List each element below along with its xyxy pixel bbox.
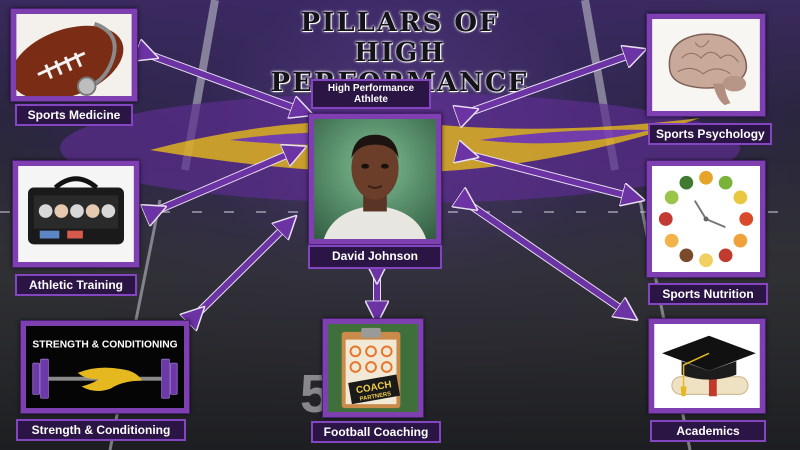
arrow-medicine <box>150 55 305 112</box>
sports-nutrition-photo-frame <box>646 160 766 278</box>
sports-medicine-photo-frame <box>10 8 138 102</box>
sports-psychology-text: Sports Psychology <box>656 127 765 141</box>
sports-nutrition-text: Sports Nutrition <box>662 287 754 301</box>
athlete-photo-frame <box>308 113 442 245</box>
strength-conditioning-banner: STRENGTH & CONDITIONING <box>26 326 184 408</box>
title-line-1: PILLARS OF <box>300 8 500 38</box>
academics-photo-frame <box>648 318 766 414</box>
fruit-clock-photo <box>652 166 760 272</box>
center-heading-text: High Performance Athlete <box>327 83 415 105</box>
football-coaching-text: Football Coaching <box>323 425 429 439</box>
arrow-psychology <box>470 52 638 112</box>
strength-conditioning-label: Strength & Conditioning <box>16 419 186 441</box>
center-heading: High Performance Athlete <box>311 79 431 109</box>
athletic-training-text: Athletic Training <box>28 278 123 292</box>
sports-psychology-label: Sports Psychology <box>648 123 772 145</box>
sports-medicine-text: Sports Medicine <box>27 108 121 122</box>
athlete-name-label: David Johnson <box>308 245 442 269</box>
sports-medicine-label: Sports Medicine <box>15 104 133 126</box>
football-stethoscope-photo <box>16 14 132 96</box>
sports-nutrition-label: Sports Nutrition <box>648 283 768 305</box>
arrow-training <box>158 150 298 210</box>
arrow-strength <box>198 222 290 313</box>
brain-diagram-photo <box>652 19 760 111</box>
coach-sign-line-2: PARTNERS <box>359 391 391 402</box>
football-coaching-label: Football Coaching <box>311 421 441 443</box>
arrow-nutrition <box>470 155 636 198</box>
athlete-name: David Johnson <box>331 249 418 263</box>
strength-conditioning-text: Strength & Conditioning <box>31 423 171 437</box>
strength-conditioning-photo-frame: STRENGTH & CONDITIONING <box>20 320 190 414</box>
football-coaching-photo-frame: COACH PARTNERS <box>322 318 424 418</box>
arrow-academics <box>470 205 630 315</box>
graduation-cap-photo <box>654 324 760 408</box>
athletic-training-photo-frame <box>12 160 140 268</box>
academics-text: Academics <box>676 424 740 438</box>
sports-psychology-photo-frame <box>646 13 766 117</box>
coach-clipboard-photo: COACH PARTNERS <box>328 324 418 412</box>
medical-kit-photo <box>18 166 134 262</box>
athletic-training-label: Athletic Training <box>15 274 137 296</box>
academics-label: Academics <box>650 420 766 442</box>
athlete-photo <box>314 119 436 239</box>
strength-banner-text: STRENGTH & CONDITIONING <box>32 339 177 350</box>
